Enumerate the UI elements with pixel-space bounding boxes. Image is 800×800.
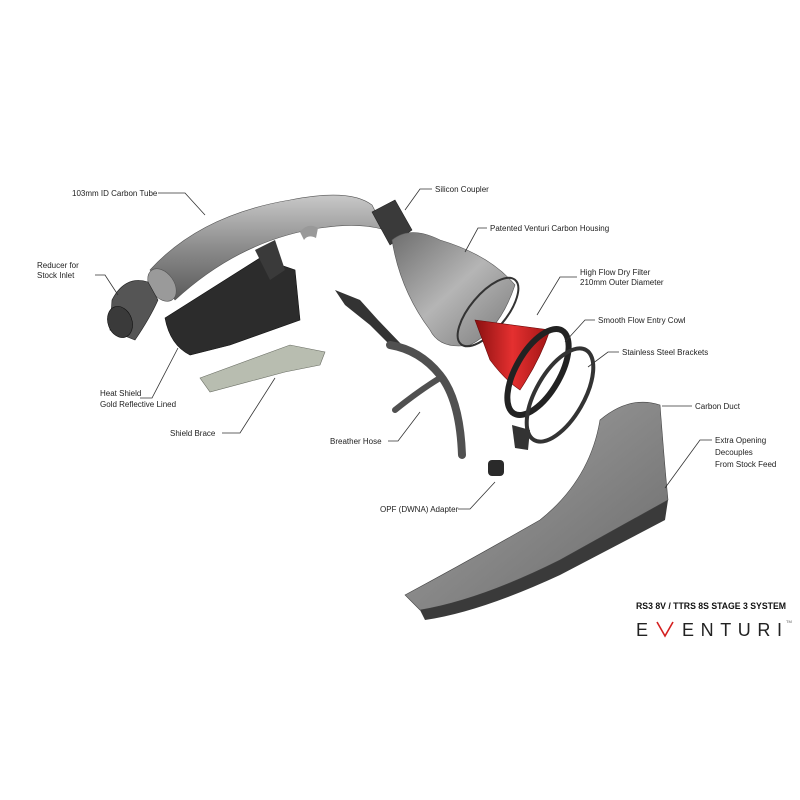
svg-text:E: E [636, 620, 648, 640]
reducer-opening [107, 306, 133, 338]
label-extra-opening-line3: From Stock Feed [715, 460, 776, 469]
label-extra-opening-line2: Decouples [715, 448, 753, 457]
system-title: RS3 8V / TTRS 8S STAGE 3 SYSTEM [636, 601, 786, 612]
housing-bracket [335, 290, 402, 350]
label-entry-cowl: Smooth Flow Entry Cowl [598, 316, 686, 325]
label-shield-brace: Shield Brace [170, 429, 216, 438]
carbon-duct-underside [420, 500, 668, 620]
label-carbon-duct: Carbon Duct [695, 402, 741, 411]
entry-cowl [504, 326, 572, 418]
shield-brace [199, 344, 326, 393]
breather-hose [386, 341, 466, 459]
label-breather-hose: Breather Hose [330, 437, 382, 446]
label-opf-adapter: OPF (DWNA) Adapter [380, 505, 459, 514]
label-heat-shield-line2: Gold Reflective Lined [100, 400, 176, 409]
svg-text:ENTURI: ENTURI [682, 620, 782, 640]
label-reducer-line1: Reducer for [37, 261, 79, 270]
heat-shield [164, 257, 301, 356]
stainless-bracket-ring [524, 346, 596, 444]
tube-nipple [300, 225, 318, 240]
leader-lines [95, 188, 712, 510]
air-filter [474, 319, 551, 391]
carbon-duct [404, 401, 669, 611]
bracket-foot [512, 425, 530, 450]
label-silicon-coupler: Silicon Coupler [435, 185, 489, 194]
venturi-housing [391, 232, 516, 347]
label-brackets: Stainless Steel Brackets [622, 348, 708, 357]
heat-shield-flange [255, 240, 285, 280]
label-reducer-line2: Stock Inlet [37, 271, 75, 280]
label-filter-line1: High Flow Dry Filter [580, 268, 651, 277]
svg-text:TM: TM [786, 619, 792, 624]
breather-hose-branch [392, 375, 443, 413]
label-filter-line2: 210mm Outer Diameter [580, 278, 664, 287]
silicon-coupler [371, 199, 413, 246]
label-heat-shield-line1: Heat Shield [100, 389, 141, 398]
label-carbon-tube: 103mm ID Carbon Tube [72, 189, 158, 198]
opf-adapter [488, 460, 504, 476]
label-extra-opening-line1: Extra Opening [715, 436, 766, 445]
eventuri-logo: E ENTURI TM [636, 619, 792, 640]
logo-red-v [656, 621, 674, 638]
label-venturi-housing: Patented Venturi Carbon Housing [490, 224, 609, 233]
